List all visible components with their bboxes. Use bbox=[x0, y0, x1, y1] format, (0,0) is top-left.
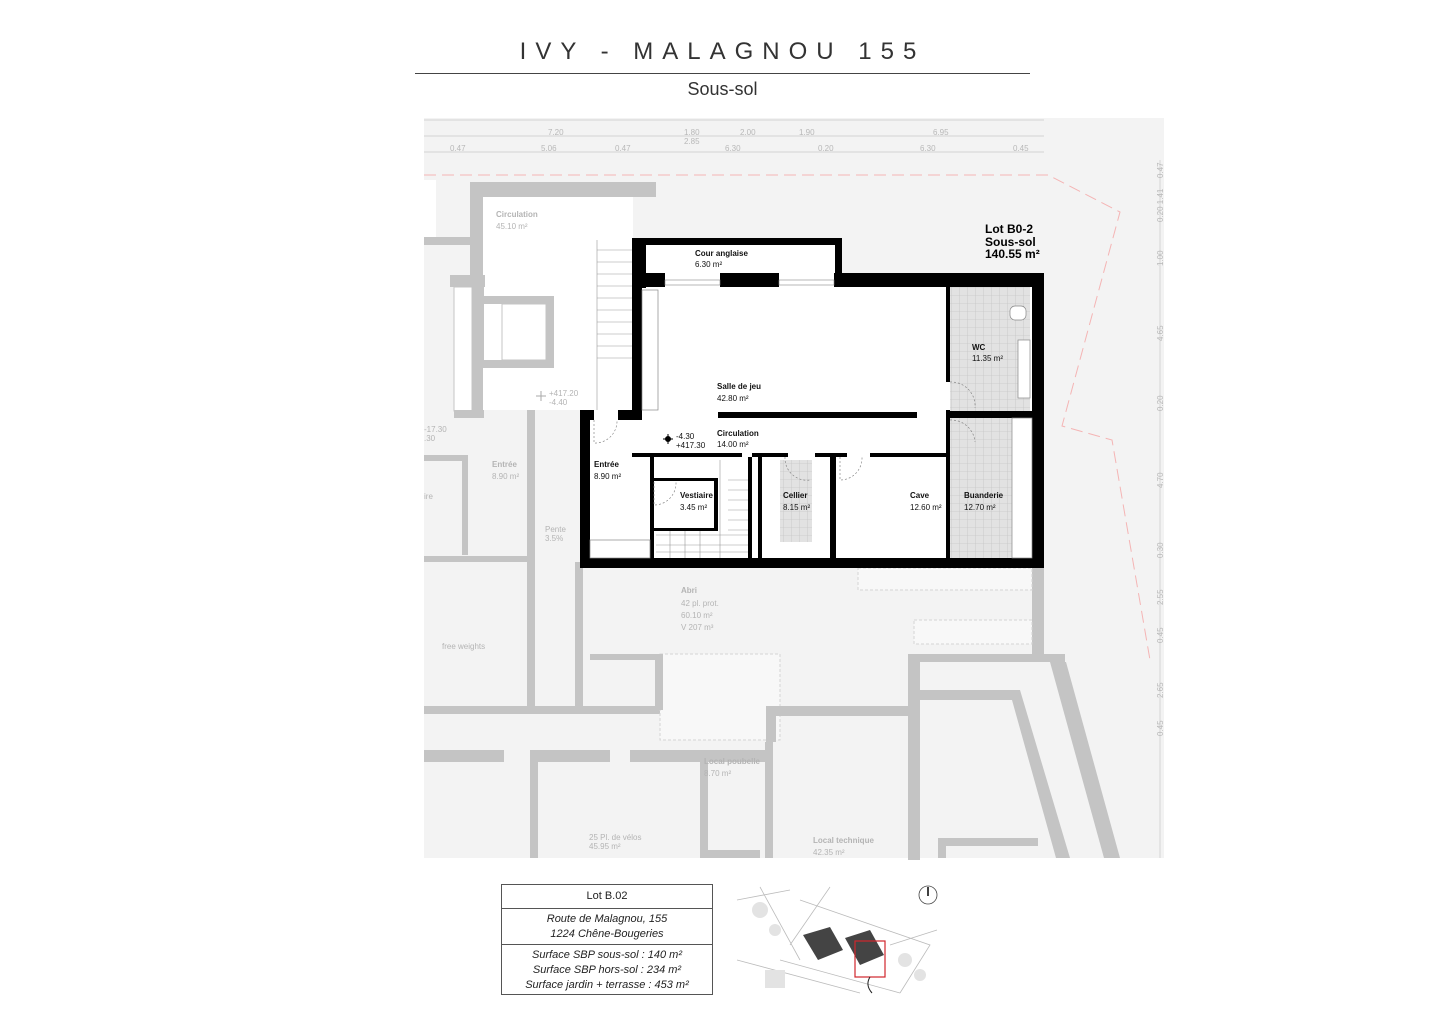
svg-text:8.70 m²: 8.70 m² bbox=[704, 769, 731, 778]
svg-text:60.10 m²: 60.10 m² bbox=[681, 611, 713, 620]
north-arrow-icon bbox=[918, 885, 938, 905]
svg-text:0.47: 0.47 bbox=[1156, 162, 1165, 178]
svg-text:free weights: free weights bbox=[442, 642, 485, 651]
svg-text:V 207 m³: V 207 m³ bbox=[681, 623, 714, 632]
svg-text:Cave: Cave bbox=[910, 491, 930, 500]
svg-text:25 Pl. de vélos: 25 Pl. de vélos bbox=[589, 833, 641, 842]
svg-text:1.80: 1.80 bbox=[684, 128, 700, 137]
dimension-labels: 7.20 1.80 2.00 1.90 6.95 2.85 0.47 5.06 … bbox=[450, 128, 1165, 736]
room-labels: Cour anglaise 6.30 m² Salle de jeu 42.80 m… bbox=[594, 249, 1004, 512]
svg-text:6.30: 6.30 bbox=[920, 144, 936, 153]
lot-walls bbox=[580, 238, 1044, 568]
page-title: IVY - MALAGNOU 155 bbox=[519, 38, 926, 65]
svg-text:Circulation: Circulation bbox=[717, 429, 759, 438]
svg-text:7.20: 7.20 bbox=[548, 128, 564, 137]
info-address-line1: Route de Malagnou, 155 bbox=[546, 913, 668, 925]
cellier-tiles bbox=[780, 460, 812, 542]
svg-text:Salle de jeu: Salle de jeu bbox=[717, 382, 761, 391]
svg-text:-4.30: -4.30 bbox=[676, 432, 695, 441]
info-address-line2: 1224 Chêne-Bougeries bbox=[550, 928, 664, 940]
svg-text:0.20: 0.20 bbox=[818, 144, 834, 153]
lot-summary-name: Lot B0-2 bbox=[985, 222, 1033, 236]
svg-text:6.95: 6.95 bbox=[933, 128, 949, 137]
level-marker-icon bbox=[663, 434, 673, 444]
svg-text:0.47: 0.47 bbox=[450, 144, 466, 153]
fixtures bbox=[589, 289, 1033, 559]
svg-text:42 pl. prot.: 42 pl. prot. bbox=[681, 599, 719, 608]
svg-text:5.06: 5.06 bbox=[541, 144, 557, 153]
svg-text:45.95 m²: 45.95 m² bbox=[589, 842, 621, 851]
svg-text:1.00: 1.00 bbox=[1156, 250, 1165, 266]
svg-text:0.45: 0.45 bbox=[1013, 144, 1029, 153]
info-surface-sous-sol: Surface SBP sous-sol : 140 m² bbox=[532, 949, 682, 961]
info-lot: Lot B.02 bbox=[502, 885, 712, 909]
svg-text:12.60 m²: 12.60 m² bbox=[910, 503, 942, 512]
lot-summary-level: Sous-sol bbox=[985, 235, 1036, 249]
site-location-map bbox=[736, 885, 938, 994]
svg-text:12.70 m²: 12.70 m² bbox=[964, 503, 996, 512]
svg-text:ire: ire bbox=[424, 492, 433, 501]
svg-text:+417.20: +417.20 bbox=[549, 389, 579, 398]
property-boundary bbox=[424, 174, 1151, 661]
svg-text:8.90 m²: 8.90 m² bbox=[492, 472, 519, 481]
svg-text:4.65: 4.65 bbox=[1156, 325, 1165, 341]
svg-text:Cellier: Cellier bbox=[783, 491, 807, 500]
svg-text:2.00: 2.00 bbox=[740, 128, 756, 137]
svg-text:2.55: 2.55 bbox=[1156, 589, 1165, 605]
svg-text:Local poubelle: Local poubelle bbox=[704, 757, 761, 766]
info-surface-jardin: Surface jardin + terrasse : 453 m² bbox=[525, 979, 689, 991]
neighbor-unit bbox=[424, 180, 1120, 860]
door-swings bbox=[593, 381, 976, 506]
svg-text:0.45: 0.45 bbox=[1156, 720, 1165, 736]
svg-text:+417.30: +417.30 bbox=[676, 441, 706, 450]
svg-text:42.35 m²: 42.35 m² bbox=[813, 848, 845, 857]
svg-text:-4.40: -4.40 bbox=[549, 398, 568, 407]
lot-info-box: Lot B.02 Route de Malagnou, 155 1224 Chê… bbox=[501, 884, 713, 995]
windows bbox=[664, 279, 835, 286]
svg-text:2.65: 2.65 bbox=[1156, 682, 1165, 698]
lot-summary-area: 140.55 m² bbox=[985, 247, 1040, 261]
svg-text:11.35 m²: 11.35 m² bbox=[972, 354, 1003, 363]
svg-text:8.15 m²: 8.15 m² bbox=[783, 503, 810, 512]
svg-text:Local technique: Local technique bbox=[813, 836, 874, 845]
svg-text:0.30: 0.30 bbox=[1156, 542, 1165, 558]
stairs bbox=[596, 240, 748, 558]
svg-text:2.85: 2.85 bbox=[684, 137, 700, 146]
svg-text:0.20: 0.20 bbox=[1156, 395, 1165, 411]
svg-text:Vestiaire: Vestiaire bbox=[680, 491, 713, 500]
svg-text:8.90 m²: 8.90 m² bbox=[594, 472, 621, 481]
level-marker-icon bbox=[536, 391, 546, 401]
svg-text:WC: WC bbox=[972, 343, 986, 352]
svg-text:1.90: 1.90 bbox=[799, 128, 815, 137]
svg-text:4.70: 4.70 bbox=[1156, 472, 1165, 488]
svg-text:0.45: 0.45 bbox=[1156, 627, 1165, 643]
svg-text:6.30 m²: 6.30 m² bbox=[695, 260, 722, 269]
svg-text:-17.30: -17.30 bbox=[424, 425, 447, 434]
buanderie-tiles bbox=[950, 418, 1012, 558]
neighbor-labels: Circulation 45.10 m² +417.20-4.40 -17.30.… bbox=[424, 210, 874, 857]
svg-text:Abri: Abri bbox=[681, 586, 697, 595]
svg-text:0.20 1.41: 0.20 1.41 bbox=[1156, 188, 1165, 222]
svg-text:14.00 m²: 14.00 m² bbox=[717, 440, 749, 449]
svg-text:.30: .30 bbox=[424, 434, 436, 443]
svg-text:6.30: 6.30 bbox=[725, 144, 741, 153]
svg-text:Entrée: Entrée bbox=[492, 460, 517, 469]
title-divider bbox=[415, 73, 1030, 74]
svg-text:45.10 m²: 45.10 m² bbox=[496, 222, 528, 231]
svg-text:Buanderie: Buanderie bbox=[964, 491, 1004, 500]
svg-text:42.80 m²: 42.80 m² bbox=[717, 394, 749, 403]
svg-text:Entrée: Entrée bbox=[594, 460, 619, 469]
svg-text:Pente: Pente bbox=[545, 525, 566, 534]
page-subtitle: Sous-sol bbox=[687, 79, 758, 99]
svg-text:3.45 m²: 3.45 m² bbox=[680, 503, 707, 512]
svg-text:Cour anglaise: Cour anglaise bbox=[695, 249, 748, 258]
dimension-lines bbox=[424, 119, 1161, 858]
svg-text:Circulation: Circulation bbox=[496, 210, 538, 219]
svg-text:0.47: 0.47 bbox=[615, 144, 631, 153]
info-surface-hors-sol: Surface SBP hors-sol : 234 m² bbox=[532, 964, 682, 976]
svg-text:3.5%: 3.5% bbox=[545, 534, 563, 543]
